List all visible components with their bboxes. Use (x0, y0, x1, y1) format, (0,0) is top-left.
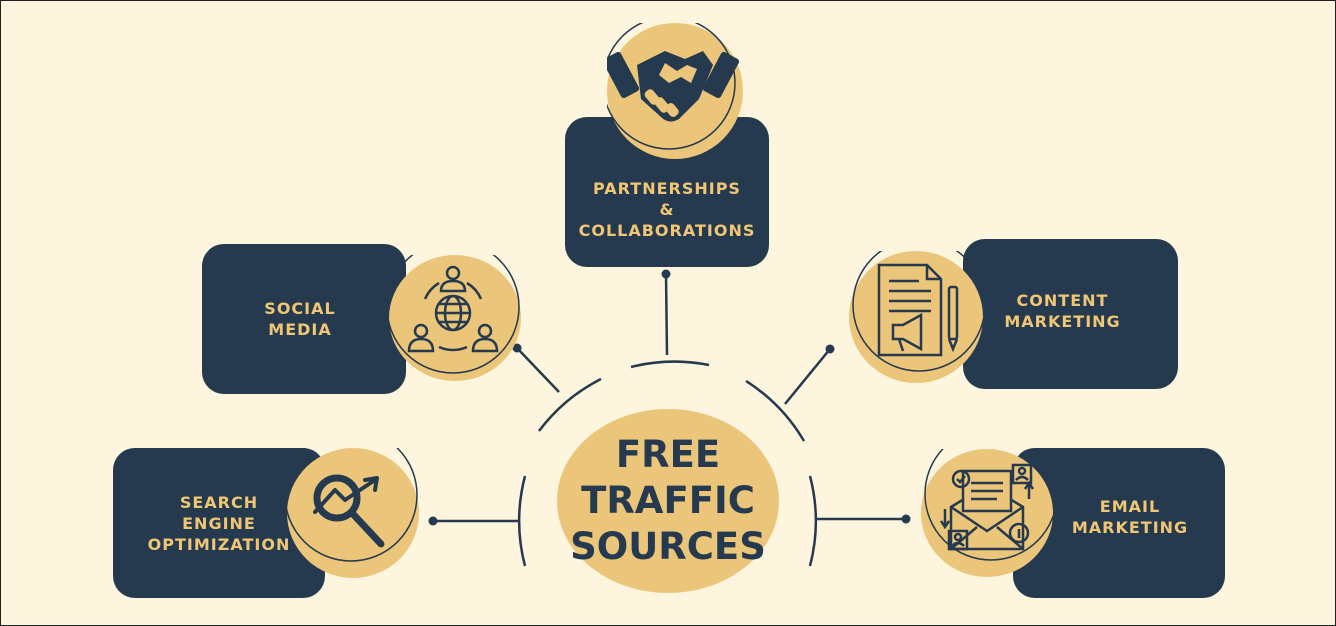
node-label-line: COLLABORATIONS (578, 220, 756, 240)
node-label-line: EMAIL (1099, 497, 1161, 516)
email-marketing-icon-circle (921, 449, 1053, 577)
social-network-icon-circle (389, 255, 521, 381)
center-arc (630, 360, 710, 369)
node-label-line: CONTENT (1016, 291, 1109, 310)
node-partnerships-label: PARTNERSHIPS & COLLABORATIONS (579, 178, 756, 241)
spoke-social (516, 347, 560, 393)
seo-magnifier-icon (287, 448, 418, 562)
node-social: SOCIAL MEDIA (202, 244, 406, 394)
center-circle: FREE TRAFFIC SOURCES (557, 409, 779, 593)
spoke-content (784, 348, 831, 405)
center-arc (538, 377, 602, 432)
seo-magnifier-icon-circle (287, 448, 419, 578)
node-content: CONTENT MARKETING (963, 239, 1178, 389)
content-marketing-icon-circle (849, 251, 983, 383)
spoke-partnerships (664, 273, 669, 356)
spoke-dot (825, 344, 835, 354)
node-label-line: MARKETING (1071, 518, 1189, 537)
center-title-line: FREE (615, 433, 721, 476)
email-marketing-icon (924, 449, 1053, 561)
node-label-line: MEDIA (268, 320, 332, 339)
center-title-line: SOURCES (570, 525, 766, 568)
node-label-line: SOCIAL (264, 299, 336, 318)
social-network-icon (389, 255, 520, 374)
center-arc (808, 475, 817, 567)
node-email-label: EMAIL MARKETING (1072, 496, 1188, 538)
handshake-icon-circle (607, 23, 743, 159)
center-title-line: TRAFFIC (581, 479, 755, 522)
spoke-dot (661, 269, 671, 279)
node-social-label: SOCIAL MEDIA (264, 298, 335, 340)
content-marketing-icon (852, 251, 983, 372)
node-label-line: ENGINE (182, 513, 256, 533)
node-content-label: CONTENT MARKETING (1004, 290, 1120, 332)
handshake-icon (607, 23, 740, 150)
spoke-dot (901, 514, 911, 524)
node-label-line: SEARCH (179, 492, 259, 512)
center-arc (745, 379, 806, 442)
node-label-line: & (659, 199, 675, 219)
spoke-dot (428, 516, 438, 526)
node-label-line: MARKETING (1004, 312, 1121, 331)
node-label-line: OPTIMIZATION (147, 534, 291, 554)
center-title: FREE TRAFFIC SOURCES (570, 432, 766, 570)
node-seo-label: SEARCH ENGINE OPTIMIZATION (148, 492, 291, 555)
spoke-dot (512, 343, 522, 353)
node-label-line: PARTNERSHIPS (593, 178, 741, 198)
center-arc (518, 475, 527, 567)
